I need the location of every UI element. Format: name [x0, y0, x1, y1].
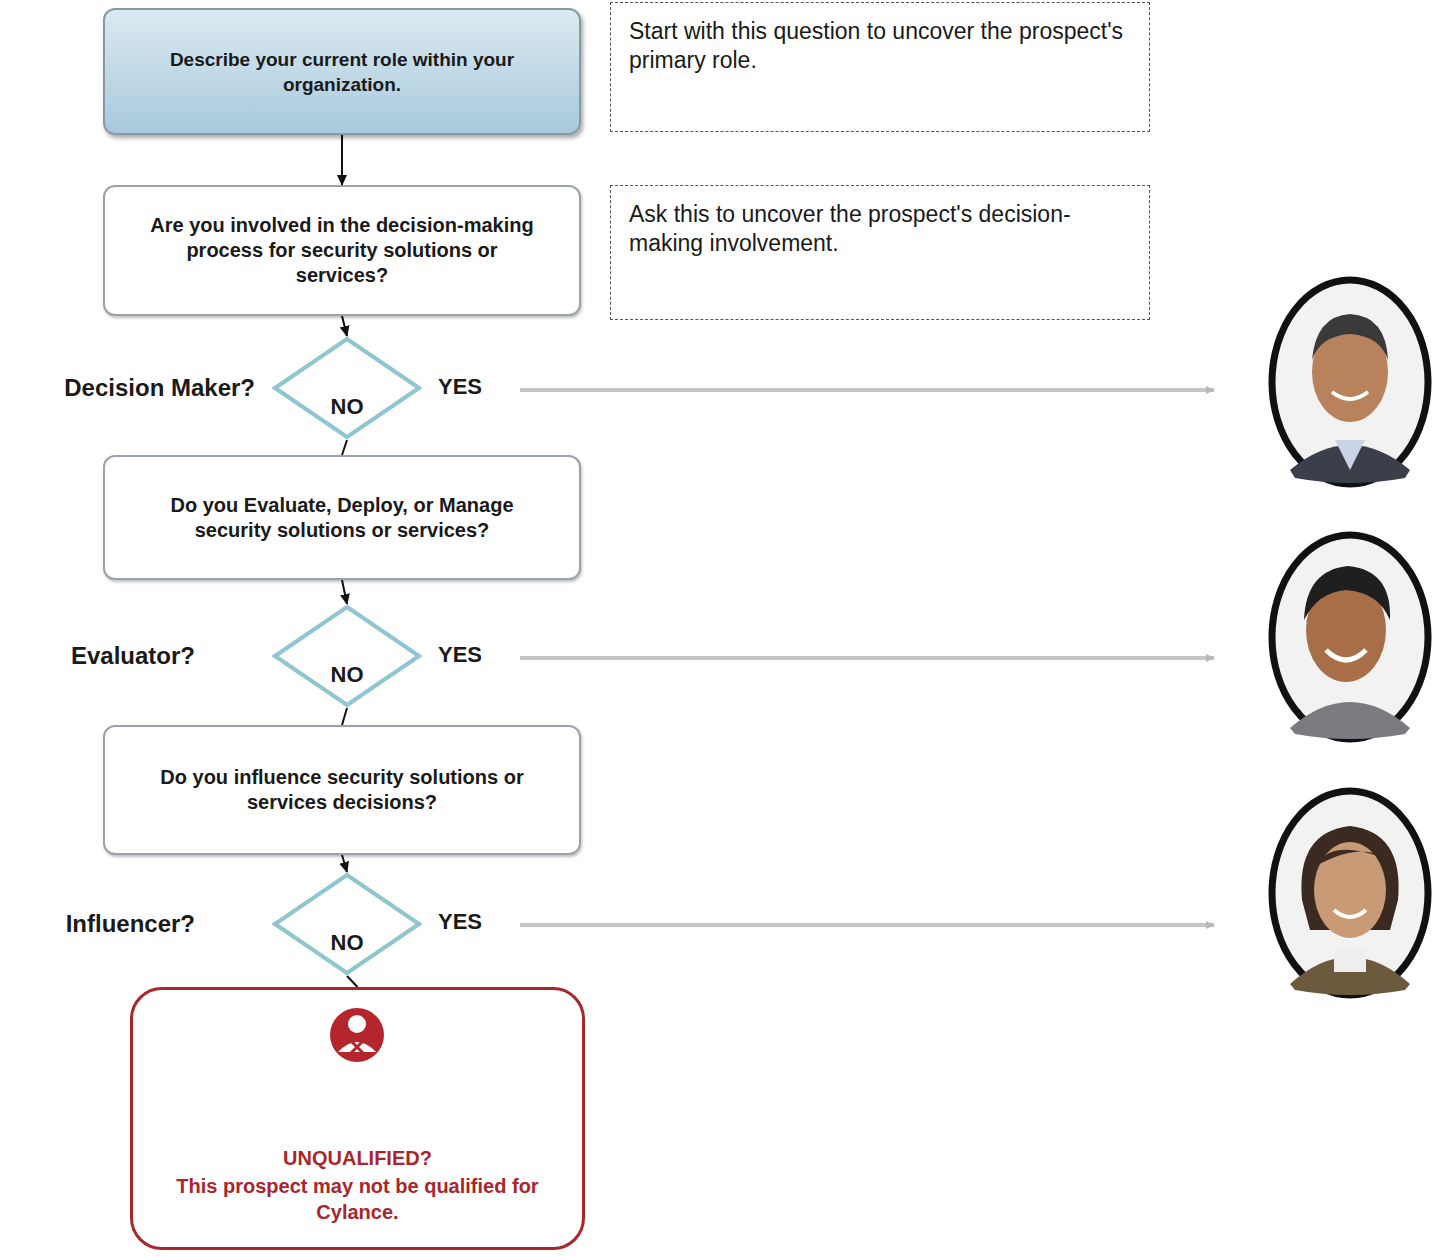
flow-connector	[341, 135, 343, 185]
box-text: This prospect may not be qualified for C…	[163, 1173, 552, 1225]
process-box: Do you influence security solutions or s…	[103, 725, 581, 855]
process-box: Describe your current role within your o…	[103, 8, 581, 135]
diamond-outline	[272, 604, 422, 708]
box-text: Are you involved in the decision-making …	[149, 213, 535, 288]
unqualified-icon	[330, 1008, 384, 1062]
flow-connector	[342, 316, 347, 336]
yes-arrow	[520, 390, 1214, 925]
decision-heading: Decision Maker?	[64, 374, 255, 402]
branch-label: NO	[272, 930, 422, 956]
portrait-evaluator	[1272, 535, 1428, 739]
portrait-decision-maker	[1272, 280, 1428, 484]
decision-diamond: Influencer?NO	[272, 872, 422, 976]
yes-label: YES	[436, 642, 484, 668]
decision-heading: Evaluator?	[71, 642, 195, 670]
branch-label: NO	[272, 662, 422, 688]
decision-diamond: Decision Maker?NO	[272, 336, 422, 440]
decision-diamond: Evaluator?NO	[272, 604, 422, 708]
diamond-shape	[275, 607, 419, 705]
box-text: Do you Evaluate, Deploy, or Manage secur…	[149, 493, 535, 543]
note-text: Start with this question to uncover the …	[629, 17, 1135, 75]
diamond-outline	[272, 336, 422, 440]
yes-label: YES	[436, 374, 484, 400]
flow-connector	[342, 580, 347, 604]
flow-connector	[342, 855, 347, 872]
unqualified-box: UNQUALIFIED?This prospect may not be qua…	[130, 987, 585, 1250]
process-box: Are you involved in the decision-making …	[103, 185, 581, 316]
status-heading: UNQUALIFIED?	[283, 1145, 432, 1171]
diamond-outline	[272, 872, 422, 976]
yes-label: YES	[436, 909, 484, 935]
note-callout: Start with this question to uncover the …	[610, 2, 1150, 132]
decision-heading: Influencer?	[66, 910, 195, 938]
flow-connector	[347, 976, 358, 987]
diamond-shape	[275, 875, 419, 973]
flow-connector	[342, 440, 347, 455]
branch-label: NO	[272, 394, 422, 420]
box-text: Describe your current role within your o…	[155, 47, 529, 97]
box-text: Do you influence security solutions or s…	[149, 765, 535, 815]
process-box: Do you Evaluate, Deploy, or Manage secur…	[103, 455, 581, 580]
flow-connector	[342, 708, 347, 725]
note-text: Ask this to uncover the prospect's decis…	[629, 200, 1135, 258]
note-callout: Ask this to uncover the prospect's decis…	[610, 185, 1150, 320]
portrait-influencer	[1272, 791, 1428, 995]
diamond-shape	[275, 339, 419, 437]
